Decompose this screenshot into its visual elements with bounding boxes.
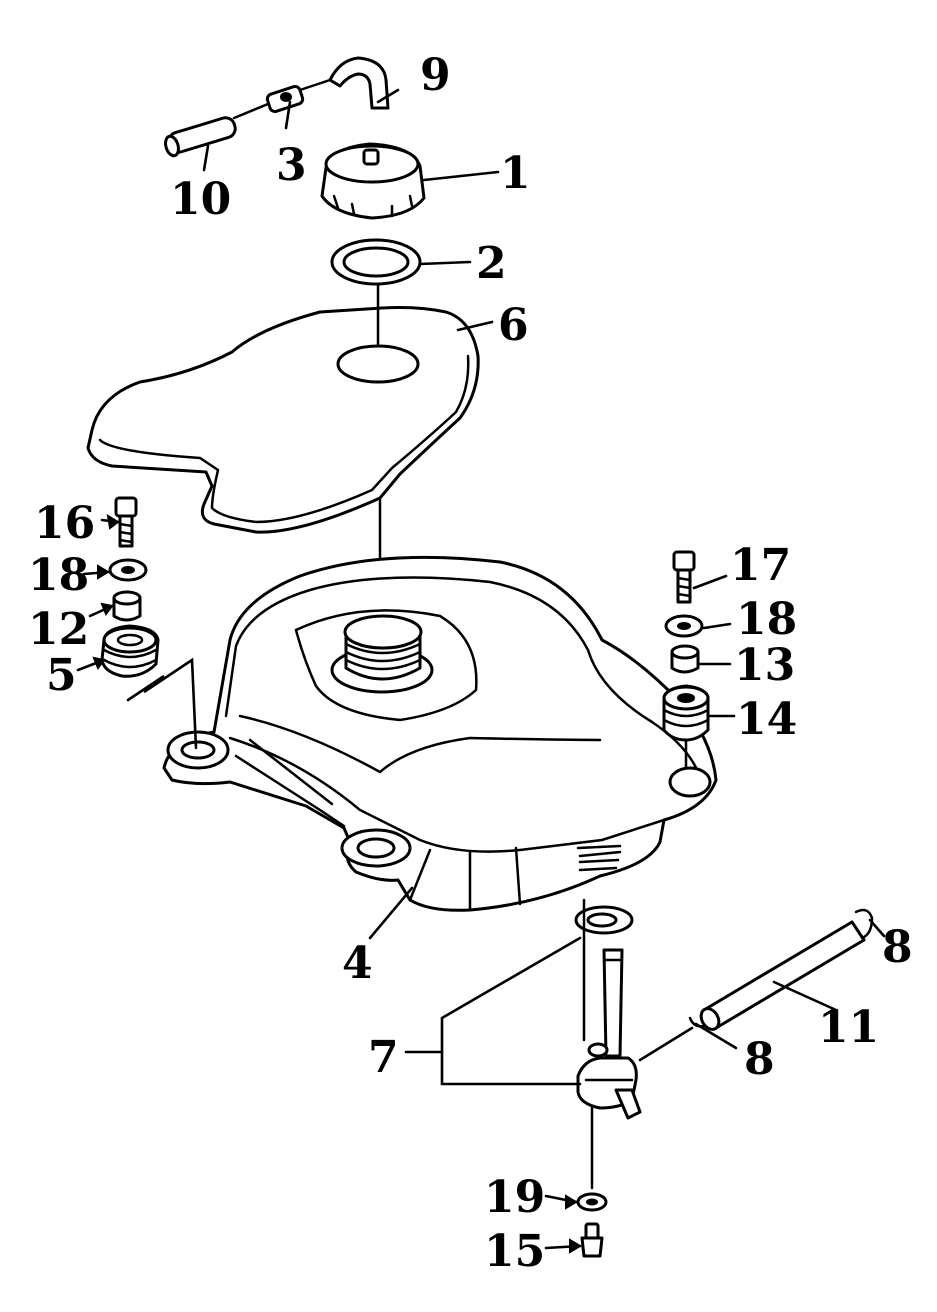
part-6-tank-pad xyxy=(86,306,480,534)
label-10: 10 xyxy=(170,174,231,225)
part-11-fuel-hose xyxy=(699,920,866,1031)
part-15-drain-screw xyxy=(580,1222,604,1258)
label-9: 9 xyxy=(420,50,451,101)
part-19-washer xyxy=(576,1192,608,1212)
label-5: 5 xyxy=(46,650,77,701)
part-4-fuel-tank xyxy=(162,555,718,912)
label-8-lower: 8 xyxy=(744,1034,775,1085)
part-12-collar-left xyxy=(112,590,142,622)
part-10-vent-tube xyxy=(164,116,237,158)
callout-labels: 1 2 3 4 5 6 7 8 8 9 10 11 12 13 14 15 16… xyxy=(28,50,913,1277)
label-1: 1 xyxy=(500,148,531,199)
label-4: 4 xyxy=(342,938,373,989)
label-11: 11 xyxy=(818,1002,879,1053)
zigzag-left xyxy=(126,657,198,750)
arrowheads xyxy=(92,514,582,1254)
part-18-washer-left xyxy=(108,558,148,582)
part-13-collar-right xyxy=(670,644,700,674)
label-12: 12 xyxy=(28,604,89,655)
label-14: 14 xyxy=(736,694,797,745)
part-17-bolt-right xyxy=(672,550,696,604)
label-18-right: 18 xyxy=(736,594,797,645)
label-13: 13 xyxy=(734,640,795,691)
bracket-7 xyxy=(440,936,582,1086)
label-15: 15 xyxy=(484,1226,545,1277)
label-19: 19 xyxy=(484,1172,545,1223)
part-5-grommet-left xyxy=(100,624,160,678)
label-16: 16 xyxy=(34,498,95,549)
part-3-check-valve xyxy=(232,78,332,120)
part-18-washer-right xyxy=(664,614,704,638)
part-14-grommet-right xyxy=(662,684,710,742)
label-7: 7 xyxy=(368,1032,399,1083)
hose-centerline xyxy=(638,1026,694,1062)
label-17: 17 xyxy=(730,540,791,591)
label-6: 6 xyxy=(498,300,529,351)
part-16-bolt-left xyxy=(114,496,138,548)
part-7-fuel-valve xyxy=(574,898,642,1190)
label-8-upper: 8 xyxy=(882,922,913,973)
part-8-clip-upper xyxy=(854,908,874,940)
part-2-gasket xyxy=(330,238,422,286)
label-18-left: 18 xyxy=(28,550,89,601)
part-1-fuel-cap xyxy=(320,142,426,220)
label-3: 3 xyxy=(276,140,307,191)
part-9-breather-hose xyxy=(328,56,390,110)
label-2: 2 xyxy=(476,238,507,289)
